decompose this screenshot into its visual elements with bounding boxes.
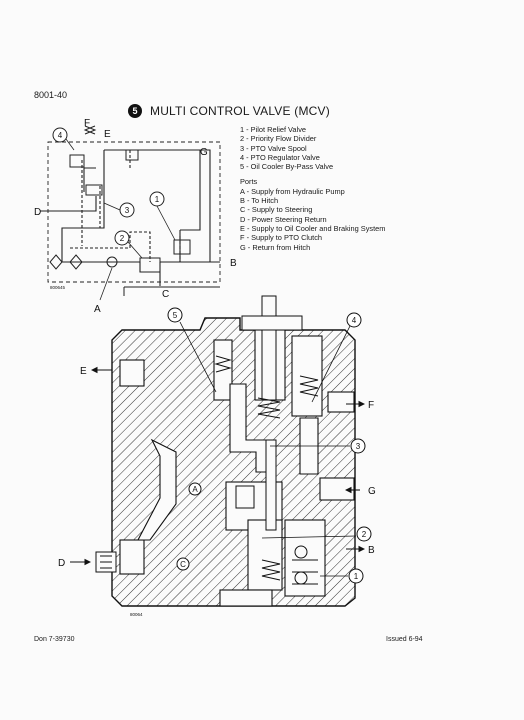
- schematic-symbols: [49, 125, 191, 273]
- callout-number: 4: [58, 131, 63, 140]
- port-label: E: [80, 366, 87, 377]
- spool-springs: [214, 295, 319, 585]
- figure-number: 800645: [50, 285, 66, 290]
- component-item: 5 - Oil Cooler By-Pass Valve: [240, 162, 334, 172]
- port-item: D - Power Steering Return: [240, 214, 327, 224]
- callout-number: 1: [155, 195, 160, 204]
- port-label: G: [368, 486, 376, 497]
- port-label: B: [368, 545, 375, 556]
- page-title: MULTI CONTROL VALVE (MCV): [150, 104, 330, 118]
- pump-symbol: [106, 256, 118, 268]
- port-item: G - Return from Hitch: [240, 242, 311, 252]
- port-label: E: [104, 129, 111, 140]
- component-item: 4 - PTO Regulator Valve: [240, 152, 320, 162]
- figure-number: 80064: [130, 612, 143, 617]
- port-label: B: [230, 258, 237, 269]
- port-item: E - Supply to Oil Cooler and Braking Sys…: [240, 223, 386, 233]
- valve-symbol: [69, 154, 85, 168]
- callout-number: 1: [354, 572, 359, 581]
- component-item: 3 - PTO Valve Spool: [240, 143, 307, 153]
- port-item: C - Supply to Steering: [240, 205, 313, 215]
- cooler-symbol: [69, 254, 83, 270]
- legend: 1 - Pilot Relief Valve 2 - Priority Flow…: [240, 125, 385, 252]
- port-item: B - To Hitch: [240, 196, 279, 206]
- section-badge: 5: [128, 104, 142, 118]
- port-label: G: [200, 147, 208, 158]
- port-d-fitting: [95, 551, 117, 573]
- callout-number: 3: [356, 442, 361, 451]
- callout-number: 4: [352, 316, 357, 325]
- relief-valve-symbol: [173, 239, 191, 255]
- port-item: F - Supply to PTO Clutch: [240, 233, 323, 243]
- flow-divider-symbol: [139, 257, 161, 273]
- callout-number: 5: [173, 311, 178, 320]
- inner-port-label: A: [192, 485, 198, 494]
- port-label: C: [162, 289, 169, 300]
- callout-number: 3: [125, 206, 130, 215]
- port-label: D: [58, 558, 65, 569]
- port-label: F: [368, 400, 374, 411]
- filter-symbol: [49, 254, 63, 270]
- port-item: A - Supply from Hydraulic Pump: [240, 186, 345, 196]
- schematic-callouts: [52, 127, 165, 246]
- footer-doc-number: Don 7-39730: [34, 636, 75, 643]
- component-item: 2 - Priority Flow Divider: [240, 134, 317, 144]
- inner-port-label: C: [180, 560, 186, 569]
- check-symbol: [83, 125, 97, 135]
- footer-issued: Issued 6-94: [386, 636, 423, 643]
- port-label: D: [34, 207, 41, 218]
- port-label: F: [84, 118, 90, 129]
- valve-symbol: [125, 149, 139, 161]
- port-label: A: [94, 304, 101, 315]
- valve-symbol: [85, 184, 103, 196]
- page-number: 8001-40: [34, 90, 68, 100]
- callout-number: 2: [120, 234, 125, 243]
- component-item: 1 - Pilot Relief Valve: [240, 125, 306, 134]
- ports-heading: Ports: [240, 177, 258, 187]
- callout-number: 2: [362, 530, 367, 539]
- title-block: 5 MULTI CONTROL VALVE (MCV): [128, 104, 330, 118]
